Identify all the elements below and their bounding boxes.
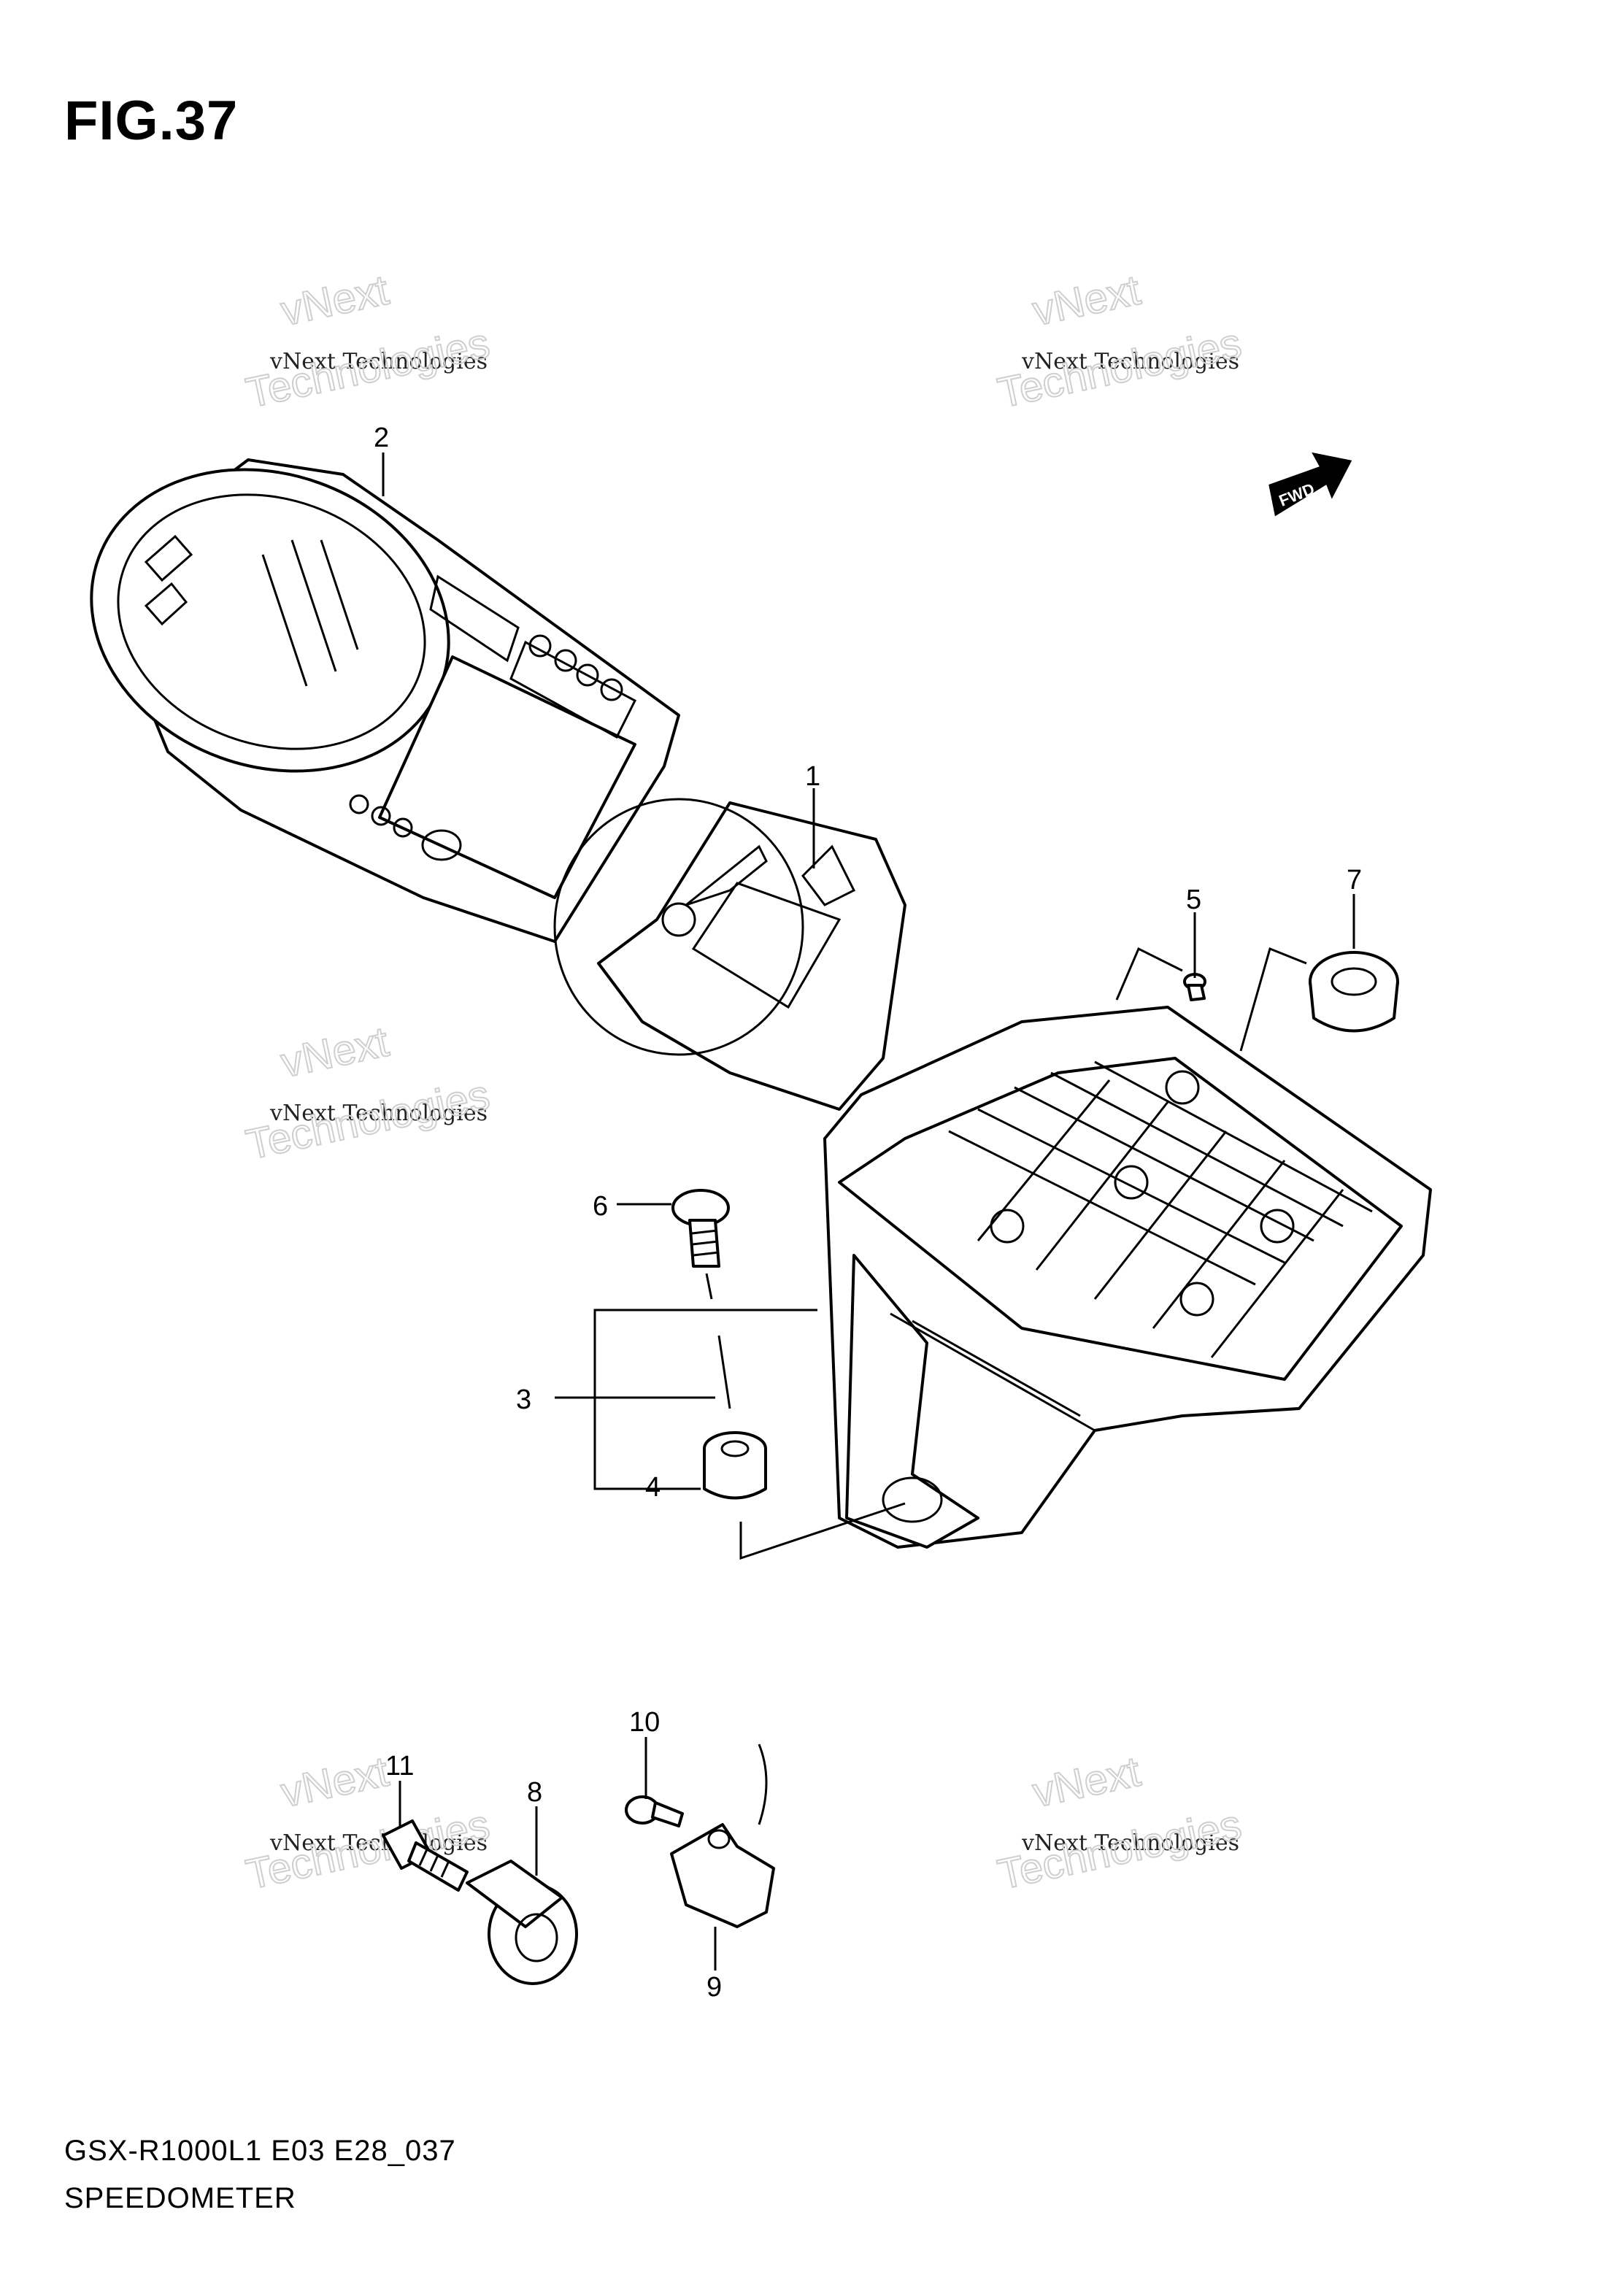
callout-2: 2 [374, 423, 389, 453]
figure-title: FIG.37 [64, 90, 239, 152]
svg-text:Technologies: Technologies [994, 1800, 1246, 1898]
part-grommet [703, 1431, 767, 1500]
svg-text:vNext Technologies: vNext Technologies [269, 349, 488, 374]
callout-numbers: 1 2 3 4 5 6 7 8 9 10 11 [374, 423, 1362, 2003]
watermark-top-right: vNext vNext Technologies Technologies [993, 266, 1247, 418]
svg-text:vNext: vNext [1028, 1748, 1144, 1817]
callout-5: 5 [1186, 885, 1201, 915]
watermark-mid-left: vNext vNext Technologies Technologies [242, 1017, 495, 1170]
svg-text:Technologies: Technologies [242, 319, 494, 417]
part-meter-cover [90, 458, 680, 943]
callout-8: 8 [527, 1777, 542, 1808]
callout-11: 11 [385, 1751, 414, 1781]
svg-text:vNext: vNext [277, 1748, 393, 1817]
fwd-arrow-icon: FWD [1268, 452, 1352, 517]
svg-text:Technologies: Technologies [242, 1071, 494, 1168]
callout-6: 6 [593, 1191, 608, 1222]
part-meter-assembly [553, 798, 1432, 1549]
svg-text:vNext Technologies: vNext Technologies [269, 1101, 488, 1126]
leader-lines [382, 452, 1355, 1971]
callout-7: 7 [1347, 865, 1362, 895]
part-screw [671, 1189, 730, 1268]
watermark-top-left: vNext vNext Technologies Technologies [242, 266, 495, 418]
svg-text:vNext Technologies: vNext Technologies [1021, 349, 1239, 374]
callout-4: 4 [645, 1472, 661, 1503]
callout-3: 3 [516, 1384, 531, 1415]
part-sensor-rotor [466, 1860, 578, 1985]
part-sensor-bolt [625, 1795, 684, 1827]
svg-text:vNext Technologies: vNext Technologies [269, 1830, 488, 1856]
section-name: SPEEDOMETER [64, 2182, 296, 2214]
model-code: GSX-R1000L1 E03 E28_037 [64, 2135, 456, 2167]
watermark-bottom-right: vNext vNext Technologies Technologies [993, 1747, 1247, 1900]
callout-1: 1 [805, 761, 820, 792]
svg-text:vNext: vNext [277, 266, 393, 335]
callout-9: 9 [706, 1972, 722, 2003]
part-small-screw [1183, 973, 1206, 1001]
svg-text:vNext Technologies: vNext Technologies [1021, 1830, 1239, 1856]
part-cushion [1309, 951, 1399, 1033]
svg-text:Technologies: Technologies [994, 319, 1246, 417]
svg-text:vNext: vNext [277, 1018, 393, 1087]
svg-text:vNext: vNext [1028, 266, 1144, 335]
part-bolt [382, 1819, 469, 1892]
callout-10: 10 [629, 1707, 660, 1738]
part-speed-sensor [670, 1744, 775, 1928]
